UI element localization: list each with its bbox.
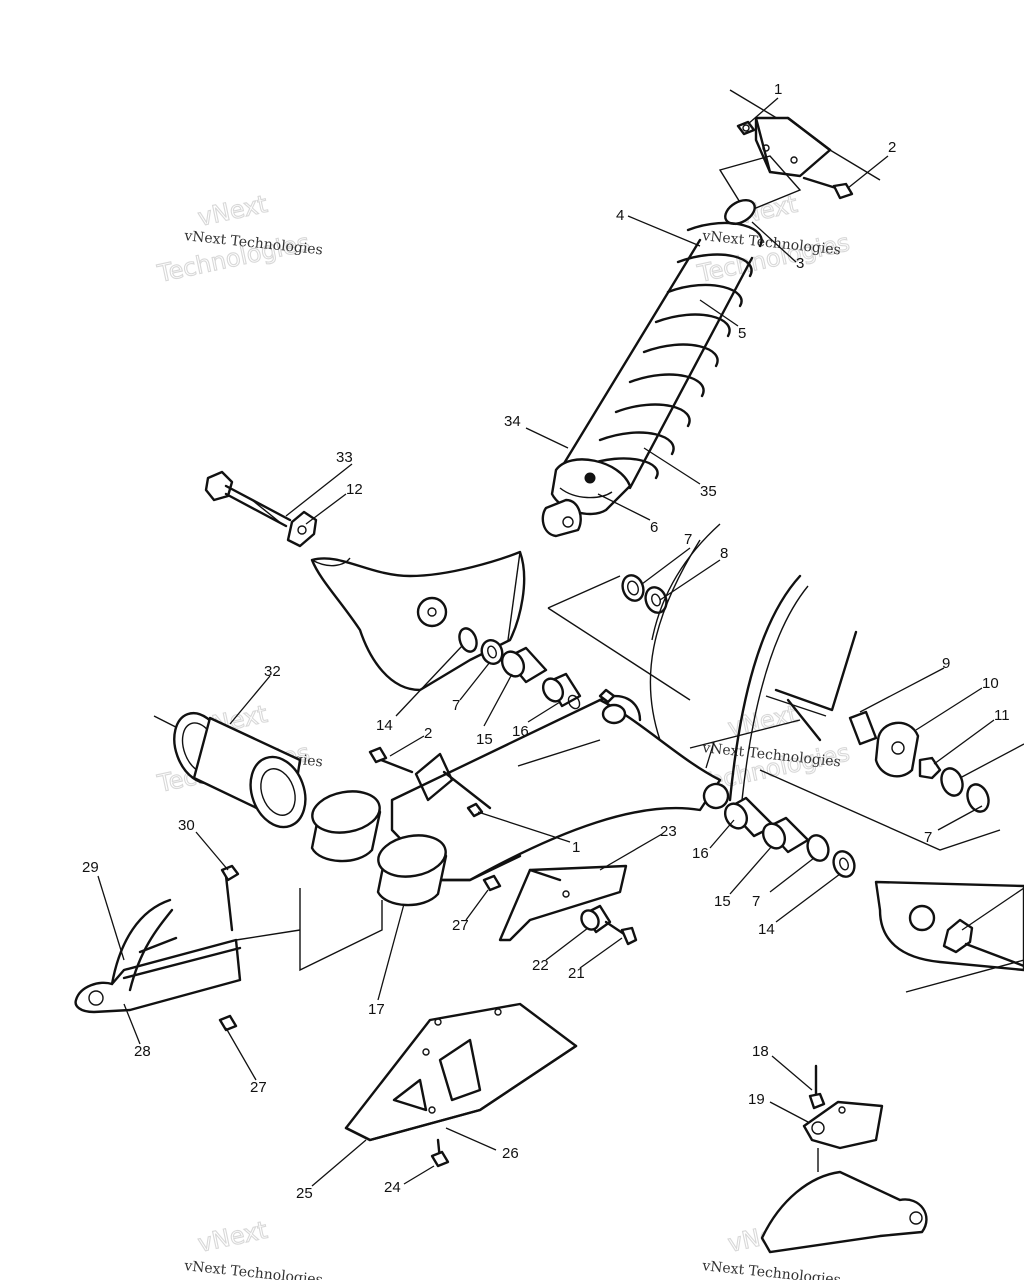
callout-7-left: 7	[452, 697, 460, 714]
callout-33: 34	[504, 413, 521, 430]
callout-labels: 1 2 3 4 5 6 34 35 33 12 7 8 32 14 7 15 1…	[82, 81, 1010, 1202]
watermark-caption: vNext Technologies	[701, 1258, 842, 1280]
callout-27: 27	[250, 1079, 267, 1096]
callout-1: 1	[774, 81, 782, 98]
axle-hub-31	[153, 711, 307, 829]
watermark-vnext: vNext	[195, 190, 269, 232]
callout-32: 33	[336, 449, 353, 466]
callout-10: 10	[982, 675, 999, 692]
callout-9: 9	[942, 655, 950, 672]
lower-right-a-arm	[760, 1064, 928, 1254]
callout-7-right: 7	[924, 829, 932, 846]
callout-11: 11	[994, 707, 1010, 724]
upper-shock-mount-bracket	[718, 89, 881, 213]
left-washers	[458, 627, 504, 665]
callout-16-left: 16	[512, 723, 529, 740]
callout-31: 32	[264, 663, 281, 680]
callout-15-right: 15	[714, 893, 731, 910]
callout-20: 21	[568, 965, 585, 982]
right-side-plate	[874, 880, 1024, 993]
callout-29: 29	[82, 859, 99, 876]
watermark-top-right: vNext Technologies vNext Technologies	[694, 189, 853, 288]
callout-26: 27	[452, 917, 469, 934]
leader-lines	[97, 97, 1024, 1187]
callout-16-right: 16	[692, 845, 709, 862]
left-bushings	[500, 646, 582, 710]
skid-plate-24	[344, 1002, 578, 1168]
callout-30: 30	[178, 817, 195, 834]
callout-12: 12	[346, 481, 363, 498]
watermark-vnext: vNext	[195, 1216, 269, 1258]
callout-18: 18	[752, 1043, 769, 1060]
callout-24: 25	[296, 1185, 313, 1202]
callout-28: 28	[134, 1043, 151, 1060]
watermark-top-left: vNext Technologies vNext Technologies	[154, 189, 324, 288]
callout-6: 6	[650, 519, 658, 536]
callout-2: 2	[888, 139, 896, 156]
clamp-rings	[299, 790, 448, 972]
watermark-caption: vNext Technologies	[183, 1258, 324, 1280]
callout-15-left: 15	[476, 731, 493, 748]
callout-23: 24	[384, 1179, 401, 1196]
right-lower-bushings	[723, 796, 856, 878]
swing-arm	[368, 688, 730, 882]
right-wheel-assembly	[689, 574, 1001, 851]
callout-8: 8	[720, 545, 728, 562]
callout-3: 3	[796, 255, 804, 272]
callout-7-upper: 7	[684, 531, 692, 548]
callout-2-left: 2	[424, 725, 432, 742]
callout-14-left: 14	[376, 717, 393, 734]
callout-5: 5	[738, 325, 746, 342]
callout-17: 17	[368, 1001, 385, 1018]
left-side-plate	[310, 550, 526, 692]
watermark-bottom-left: vNext vNext Technologies	[183, 1215, 324, 1280]
callout-34: 35	[700, 483, 717, 500]
callout-19: 19	[748, 1091, 765, 1108]
lower-control-arm	[74, 864, 301, 1032]
mount-bracket-22	[482, 864, 638, 946]
callout-7-right-lower: 7	[752, 893, 760, 910]
callout-1-arm: 1	[572, 839, 580, 856]
callout-21: 22	[532, 957, 549, 974]
callout-22: 23	[660, 823, 677, 840]
pivot-bolt-32	[204, 470, 318, 548]
callout-14-right: 14	[758, 921, 775, 938]
callout-4: 4	[616, 207, 624, 224]
callout-25: 26	[502, 1145, 519, 1162]
